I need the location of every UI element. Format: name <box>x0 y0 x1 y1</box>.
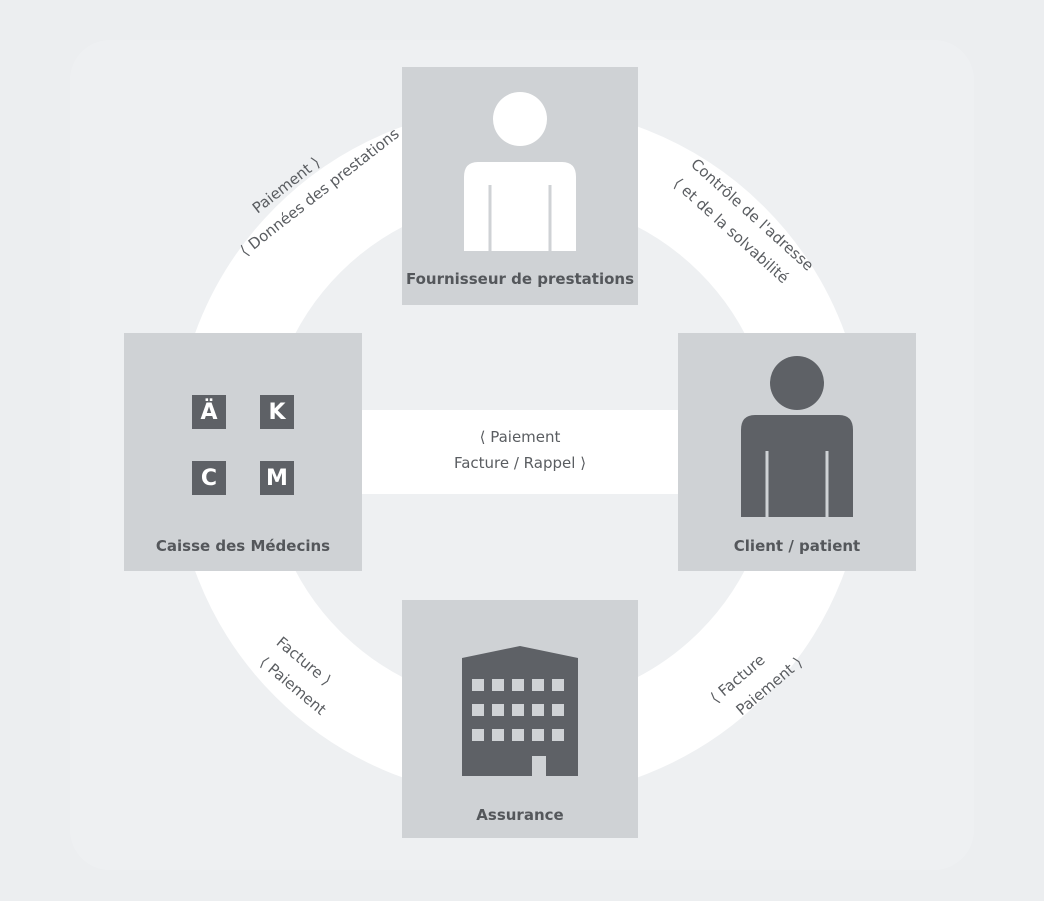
building-icon <box>462 646 578 776</box>
chevron-right-icon: ⟩ <box>580 454 587 472</box>
center-flow-line1: Paiement <box>490 428 561 446</box>
person-icon <box>464 92 576 251</box>
node-provider-label: Fournisseur de prestations <box>405 270 635 288</box>
chevron-right-icon: ⟩ <box>307 153 324 172</box>
logo-letter-c: C <box>192 461 226 495</box>
node-caisse-label: Caisse des Médecins <box>155 537 331 555</box>
logo-letter-m: M <box>260 461 294 495</box>
node-insurance-label: Assurance <box>476 806 564 824</box>
node-caisse: Ä K C M Caisse des Médecins <box>124 333 362 571</box>
chevron-right-icon: ⟩ <box>318 671 335 690</box>
node-client: Client / patient <box>678 333 916 571</box>
person-icon <box>741 356 853 517</box>
logo-letter-a: Ä <box>192 395 226 429</box>
logo-letter-k: K <box>260 395 294 429</box>
center-flow-band: ⟨ Paiement Facture / Rappel ⟩ <box>360 410 680 494</box>
center-flow-line2: Facture / Rappel <box>453 454 576 472</box>
chevron-left-icon: ⟨ <box>479 428 486 446</box>
center-flow-line1-row: ⟨ Paiement <box>360 428 680 446</box>
node-provider: Fournisseur de prestations <box>402 67 638 305</box>
akcm-logo: Ä K C M <box>192 395 294 495</box>
node-insurance: Assurance <box>402 600 638 838</box>
center-flow-line2-row: Facture / Rappel ⟩ <box>360 454 680 472</box>
node-client-label: Client / patient <box>733 537 861 555</box>
